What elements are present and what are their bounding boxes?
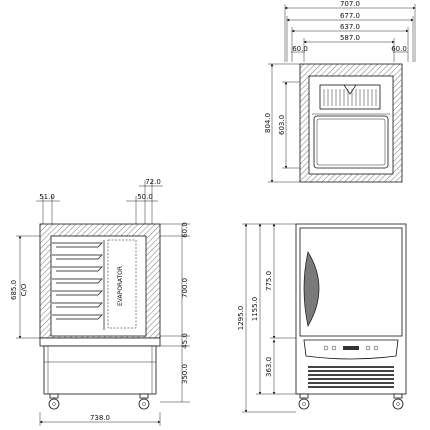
- top-width-outer: 677.0: [340, 12, 360, 20]
- top-view-cabinet: [299, 63, 403, 183]
- front-casters: [298, 393, 404, 410]
- display-icon: [343, 346, 359, 350]
- side-right-dims: 60.0 700.0 45.0 350.0: [160, 222, 190, 403]
- side-top-insulation: 60.0: [181, 222, 189, 238]
- side-cabinet: EVAPORATOR: [39, 223, 161, 395]
- top-side-left: 60.0: [292, 45, 308, 53]
- caster-wheel-icon: [298, 398, 310, 410]
- side-co: C/O: [20, 283, 28, 296]
- caster-wheel-icon: [48, 398, 60, 410]
- tray-stack: [52, 242, 103, 320]
- top-width-overall: 707.0: [340, 0, 360, 8]
- control-button-icon[interactable]: [331, 345, 337, 351]
- control-button-icon[interactable]: [373, 345, 379, 351]
- side-top-dims: 72.0 50.0 51.0: [36, 178, 163, 224]
- side-floor-thickness: 45.0: [181, 333, 189, 349]
- caster-wheel-icon: [138, 398, 150, 410]
- top-height-inner: 603.0: [278, 115, 286, 135]
- top-width-inner-b: 587.0: [340, 34, 360, 42]
- front-height-body: 1155.0: [251, 297, 259, 322]
- side-top-offset-a: 72.0: [145, 178, 161, 186]
- side-casters: [48, 393, 150, 410]
- top-view: 707.0 677.0 637.0 587.0 60.0 60.0 804.0 …: [264, 0, 416, 183]
- side-width-total: 738.0: [90, 414, 110, 422]
- fan-grille: [323, 89, 377, 106]
- side-view: 72.0 50.0 51.0 685.0 C/O 60.0 700.0 45.0…: [10, 178, 190, 426]
- side-base-height: 350.0: [181, 364, 189, 384]
- front-base-height: 363.0: [265, 357, 273, 377]
- side-bottom-dim: 738.0: [39, 412, 161, 426]
- front-view: 1295.0 1155.0 775.0 363.0: [237, 223, 407, 413]
- top-view-width-dims: 707.0 677.0 637.0 587.0 60.0 60.0: [284, 0, 416, 62]
- side-left-wall: 51.0: [39, 193, 55, 201]
- front-cabinet: [295, 223, 407, 395]
- top-view-height-dims: 804.0 603.0: [264, 63, 315, 183]
- top-side-right: 60.0: [391, 45, 407, 53]
- caster-wheel-icon: [392, 398, 404, 410]
- front-height-total: 1295.0: [237, 306, 245, 331]
- side-capacity: 685.0: [10, 280, 18, 300]
- vent-grille: [308, 366, 394, 388]
- door-handle[interactable]: [303, 251, 320, 327]
- top-height-total: 804.0: [264, 113, 272, 133]
- top-width-inner-a: 637.0: [340, 23, 360, 31]
- front-dims: 1295.0 1155.0 775.0 363.0: [237, 223, 296, 413]
- side-top-offset-b: 50.0: [137, 193, 153, 201]
- evaporator-label: EVAPORATOR: [117, 266, 124, 306]
- control-button-icon[interactable]: [365, 345, 371, 351]
- control-button-icon[interactable]: [323, 345, 329, 351]
- side-chamber-height: 700.0: [181, 278, 189, 298]
- fan-arrow-icon: [343, 84, 357, 95]
- front-door-height: 775.0: [265, 271, 273, 291]
